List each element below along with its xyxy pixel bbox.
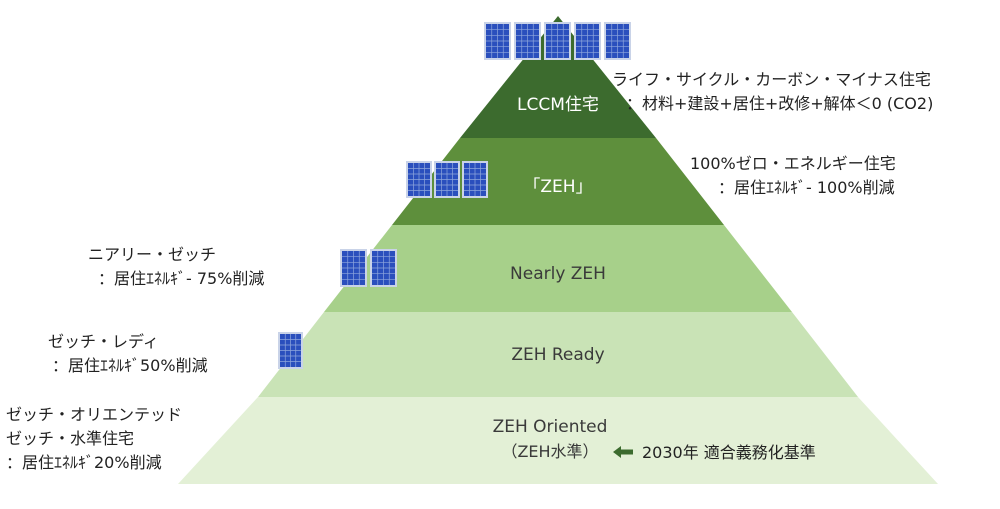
desc-oriented: ゼッチ・オリエンテッド ゼッチ・水準住宅 ：居住ｴﾈﾙｷﾞ20%削減 <box>6 403 182 475</box>
level-lccm-label: LCCM住宅 <box>517 95 599 115</box>
desc-zeh: 100%ゼロ・エネルギー住宅 ：居住ｴﾈﾙｷﾞ- 100%削減 <box>690 152 896 200</box>
solar-panel-icon <box>434 161 460 198</box>
solar-panel-icon <box>514 22 541 60</box>
arrow-left-icon <box>613 446 633 458</box>
solar-panels <box>278 22 631 369</box>
level-lccm-shape <box>460 16 656 138</box>
desc-lccm: ライフ・サイクル・カーボン・マイナス住宅 ：材料+建設+居住+改修+解体＜0 (… <box>612 68 933 116</box>
desc-ready-line2: ：居住ｴﾈﾙｷﾞ50%削減 <box>52 356 208 375</box>
desc-nearly: ニアリー・ゼッチ ：居住ｴﾈﾙｷﾞ- 75%削減 <box>88 243 264 291</box>
level-nearly-label: Nearly ZEH <box>510 264 606 284</box>
desc-lccm-line1: ライフ・サイクル・カーボン・マイナス住宅 <box>612 70 931 89</box>
solar-panel-icon <box>462 161 488 198</box>
solar-panel-icon <box>370 249 397 287</box>
solar-panel-icon <box>604 22 631 60</box>
solar-panel-icon <box>340 249 367 287</box>
level-ready-shape <box>258 312 858 397</box>
solar-panel-icon <box>544 22 571 60</box>
solar-panel-icon <box>406 161 432 198</box>
desc-nearly-line1: ニアリー・ゼッチ <box>88 245 217 264</box>
desc-ready-line1: ゼッチ・レディ <box>48 332 159 351</box>
desc-nearly-line2: ：居住ｴﾈﾙｷﾞ- 75%削減 <box>98 269 265 288</box>
desc-oriented-line3: ：居住ｴﾈﾙｷﾞ20%削減 <box>6 453 162 472</box>
desc-zeh-line1: 100%ゼロ・エネルギー住宅 <box>690 154 896 173</box>
desc-zeh-line2: ：居住ｴﾈﾙｷﾞ- 100%削減 <box>718 178 895 197</box>
level-oriented-shape <box>178 397 938 484</box>
desc-ready: ゼッチ・レディ ：居住ｴﾈﾙｷﾞ50%削減 <box>48 330 208 378</box>
level-ready-label: ZEH Ready <box>511 345 604 365</box>
solar-panel-icon <box>574 22 601 60</box>
level-oriented-sublabel: （ZEH水準） <box>501 442 598 461</box>
desc-oriented-line1: ゼッチ・オリエンテッド <box>6 405 183 424</box>
arrow-note: 2030年 適合義務化基準 <box>642 443 816 462</box>
solar-panel-icon <box>484 22 511 60</box>
desc-oriented-line2: ゼッチ・水準住宅 <box>6 429 135 448</box>
level-zeh-shape <box>392 138 724 225</box>
level-nearly-shape <box>324 225 792 312</box>
solar-panel-icon <box>278 332 303 369</box>
level-zeh-label: 「ZEH」 <box>523 177 592 197</box>
desc-lccm-line2: ：材料+建設+居住+改修+解体＜0 (CO2) <box>626 94 934 113</box>
level-oriented-label: ZEH Oriented <box>493 417 608 437</box>
